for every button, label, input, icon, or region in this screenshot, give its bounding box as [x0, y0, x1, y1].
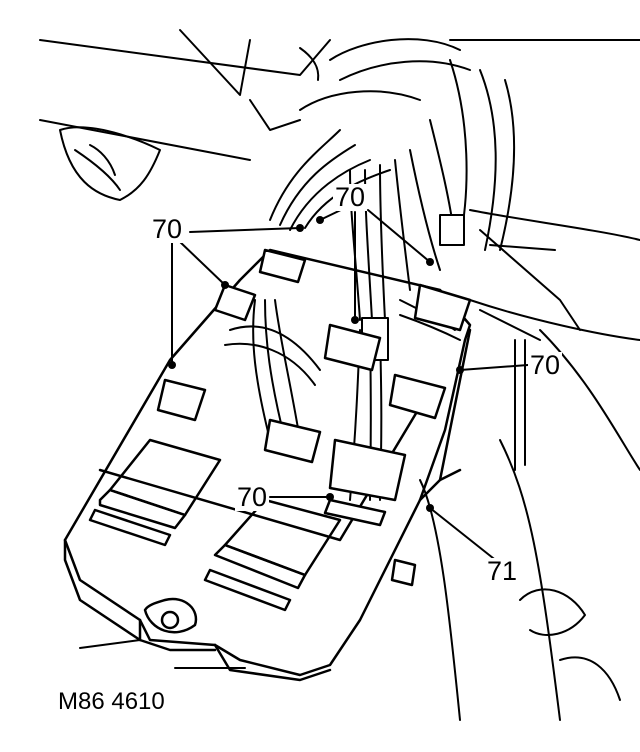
fuse-box-body — [63, 248, 472, 682]
callout-label-70-center: 70 — [235, 482, 270, 512]
callout-label-71: 71 — [485, 556, 520, 586]
leader-end-dots — [168, 216, 464, 512]
multiplug-connectors — [156, 248, 472, 527]
figure-reference-code: M86 4610 — [58, 688, 165, 715]
callout-label-70-left: 70 — [150, 214, 185, 244]
callout-leader-lines — [79, 207, 529, 669]
relay-sockets — [88, 438, 342, 612]
callout-label-70-top: 70 — [333, 182, 368, 212]
vehicle-body-outline — [39, 29, 640, 721]
callout-label-70-right: 70 — [528, 350, 563, 380]
